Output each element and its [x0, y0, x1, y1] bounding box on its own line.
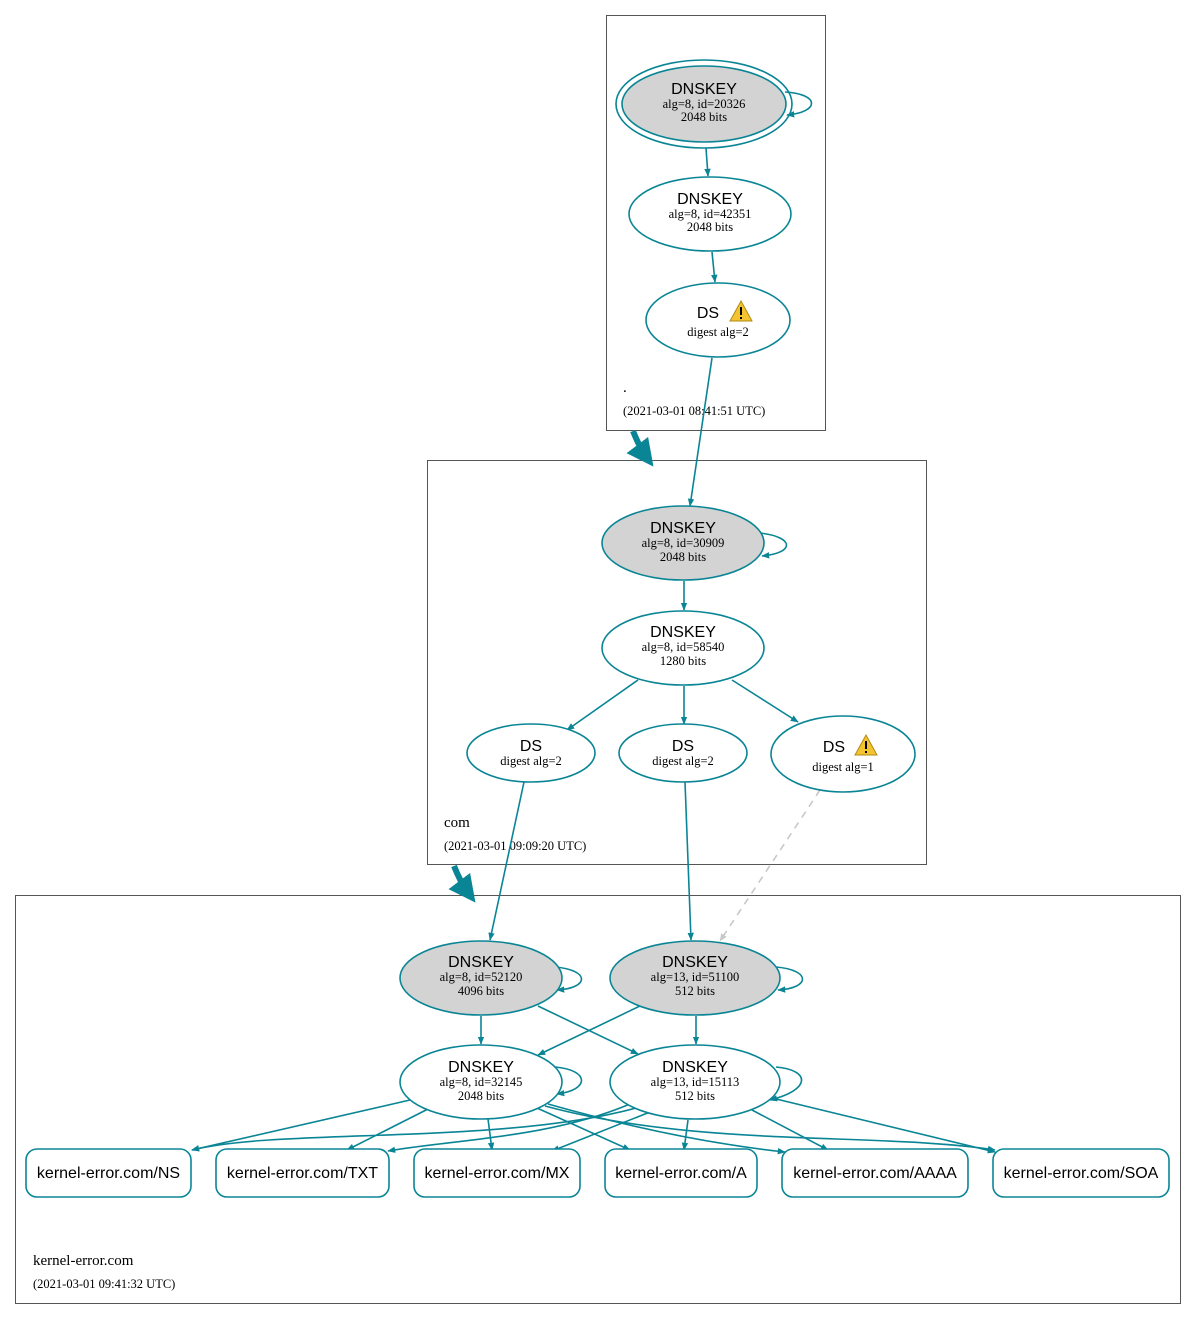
edges-kernel [191, 966, 996, 1155]
dnskey-node-ke-zsk2[interactable]: DNSKEY alg=13, id=15113 512 bits [609, 1044, 781, 1120]
node-type: DNSKEY [650, 520, 716, 537]
edge-zsk1-txt [346, 1107, 431, 1151]
zone-kernel-name: kernel-error.com [33, 1253, 134, 1269]
edge-root-ds-com-ksk [687, 357, 713, 507]
node-type: DS [697, 305, 719, 322]
edge-com-zsk-ds1 [566, 679, 639, 731]
edge-zsk1-a [536, 1107, 631, 1151]
edge-com-ds1-ke-ksk1 [488, 781, 525, 941]
node-info: alg=8, id=58540 [642, 640, 725, 654]
edge-root-zsk-ds [711, 251, 718, 283]
zone-kernel-timestamp: (2021-03-01 09:41:32 UTC) [33, 1277, 175, 1291]
delegation-arrow-root-com [626, 429, 654, 467]
ds-node-com-2[interactable]: DS digest alg=2 [618, 723, 748, 783]
warning-icon [729, 299, 753, 322]
edge-zsk2-ns [191, 1107, 637, 1152]
self-edge-ke-zsk2 [769, 1066, 803, 1102]
node-type: DNSKEY [662, 954, 728, 971]
rrset-node-ns[interactable]: kernel-error.com/NS [25, 1148, 192, 1198]
edge-zsk1-mx [487, 1118, 495, 1151]
dnskey-node-root-zsk[interactable]: DNSKEY alg=8, id=42351 2048 bits [628, 176, 792, 252]
dnskey-node-com-zsk[interactable]: DNSKEY alg=8, id=58540 1280 bits [601, 610, 765, 686]
warning-icon [854, 733, 878, 756]
rrset-node-soa[interactable]: kernel-error.com/SOA [992, 1148, 1170, 1198]
edge-com-ds2-ke-ksk2 [684, 781, 694, 941]
edge-ksk2-zsk1 [537, 1005, 641, 1056]
node-info: alg=13, id=15113 [651, 1075, 740, 1089]
edge-zsk1-aaaa [547, 1103, 786, 1155]
node-bits: 1280 bits [660, 654, 706, 668]
rrset-node-aaaa[interactable]: kernel-error.com/AAAA [781, 1148, 969, 1198]
node-type: DS [672, 738, 694, 755]
node-type: DNSKEY [671, 81, 737, 98]
node-info: digest alg=2 [500, 754, 562, 768]
edge-zsk1-ns [191, 1099, 411, 1152]
node-info: alg=8, id=42351 [669, 207, 752, 221]
edge-zsk2-soa [771, 1097, 996, 1154]
node-bits: 4096 bits [458, 984, 504, 998]
edge-zsk1-soa [544, 1105, 996, 1153]
self-edge-com-ksk [759, 532, 788, 559]
node-info: alg=8, id=20326 [663, 97, 746, 111]
node-info: digest alg=1 [812, 760, 874, 774]
dnskey-node-ke-ksk2[interactable]: DNSKEY alg=13, id=51100 512 bits [609, 940, 781, 1016]
node-bits: 2048 bits [660, 550, 706, 564]
node-type: DNSKEY [662, 1059, 728, 1076]
edge-com-ds3-ke-ksk2 [719, 789, 821, 942]
edge-ksk1-zsk2 [537, 1005, 639, 1055]
node-type: DS [823, 739, 845, 756]
edges-root [687, 91, 813, 507]
node-type: DNSKEY [448, 954, 514, 971]
node-info: alg=8, id=32145 [440, 1075, 523, 1089]
rrset-label: kernel-error.com/TXT [227, 1165, 378, 1182]
node-info: alg=8, id=30909 [642, 536, 725, 550]
node-type: DNSKEY [677, 191, 743, 208]
rrset-label: kernel-error.com/SOA [1004, 1165, 1159, 1182]
self-edge-ke-zsk1 [554, 1066, 583, 1097]
node-info: digest alg=2 [687, 325, 749, 339]
rrset-node-mx[interactable]: kernel-error.com/MX [413, 1148, 581, 1198]
node-bits: 2048 bits [681, 110, 727, 124]
rrset-node-a[interactable]: kernel-error.com/A [604, 1148, 758, 1198]
edge-zsk2-a [681, 1119, 689, 1151]
self-edge-root-ksk [784, 91, 813, 118]
ds-node-com-3[interactable]: DS digest alg=1 [770, 715, 916, 793]
node-bits: 2048 bits [458, 1089, 504, 1103]
ds-node-root[interactable]: DS digest alg=2 [645, 282, 791, 358]
node-info: digest alg=2 [652, 754, 714, 768]
edges-com [488, 532, 821, 942]
edge-root-ksk-zsk [704, 147, 711, 177]
self-edge-ke-ksk1 [554, 966, 583, 993]
node-type: DNSKEY [650, 624, 716, 641]
node-bits: 512 bits [675, 1089, 715, 1103]
zone-root-name: . [623, 380, 627, 396]
dnskey-node-ke-ksk1[interactable]: DNSKEY alg=8, id=52120 4096 bits [399, 940, 563, 1016]
self-edge-ke-ksk2 [775, 966, 804, 993]
zone-kernel-error: kernel-error.com (2021-03-01 09:41:32 UT… [15, 895, 1181, 1304]
edge-zsk2-txt [387, 1103, 631, 1153]
edge-zsk2-mx [551, 1111, 651, 1152]
dnskey-node-com-ksk[interactable]: DNSKEY alg=8, id=30909 2048 bits [601, 505, 765, 581]
rrset-label: kernel-error.com/A [615, 1165, 747, 1182]
node-info: alg=8, id=52120 [440, 970, 523, 984]
dnskey-node-root-ksk[interactable]: DNSKEY alg=8, id=20326 2048 bits [615, 59, 793, 149]
node-bits: 2048 bits [687, 220, 733, 234]
node-type: DNSKEY [448, 1059, 514, 1076]
node-info: alg=13, id=51100 [651, 970, 740, 984]
rrset-label: kernel-error.com/AAAA [793, 1165, 957, 1182]
zone-com-name: com [444, 815, 470, 831]
delegation-arrow-com-kernel [448, 864, 476, 903]
rrset-node-txt[interactable]: kernel-error.com/TXT [215, 1148, 390, 1198]
dnskey-node-ke-zsk1[interactable]: DNSKEY alg=8, id=32145 2048 bits [399, 1044, 563, 1120]
rrset-label: kernel-error.com/NS [37, 1165, 180, 1182]
ds-node-com-1[interactable]: DS digest alg=2 [466, 723, 596, 783]
edge-zsk2-aaaa [751, 1109, 829, 1151]
node-type: DS [520, 738, 542, 755]
zone-com-timestamp: (2021-03-01 09:09:20 UTC) [444, 839, 586, 853]
zone-root-timestamp: (2021-03-01 08:41:51 UTC) [623, 404, 765, 418]
rrset-label: kernel-error.com/MX [425, 1165, 570, 1182]
node-bits: 512 bits [675, 984, 715, 998]
edge-com-zsk-ds3 [731, 679, 799, 723]
